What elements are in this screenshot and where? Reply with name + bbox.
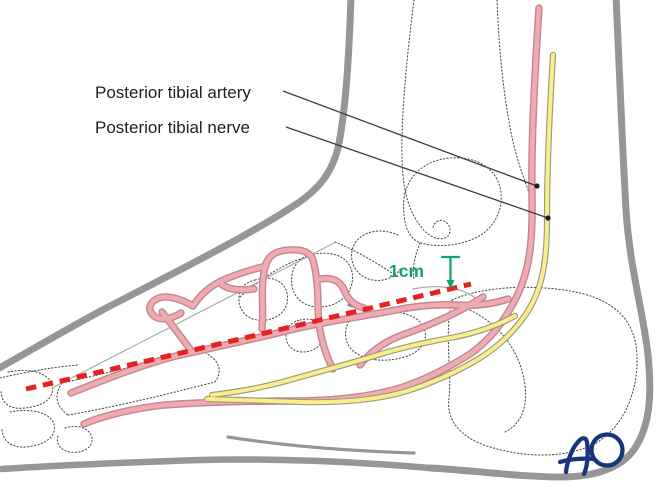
nerve-label: Posterior tibial nerve (95, 118, 250, 137)
foot-outline (0, 0, 654, 481)
ao-logo (557, 432, 625, 477)
measurement-marker: 1cm (389, 255, 461, 289)
nerve-pointer-dot (545, 215, 551, 221)
leader-lines (282, 90, 551, 221)
measurement-label: 1cm (389, 261, 424, 281)
incision-dashed-line (25, 281, 472, 392)
artery-label: Posterior tibial artery (95, 83, 251, 102)
artery-pointer-dot (534, 183, 540, 189)
